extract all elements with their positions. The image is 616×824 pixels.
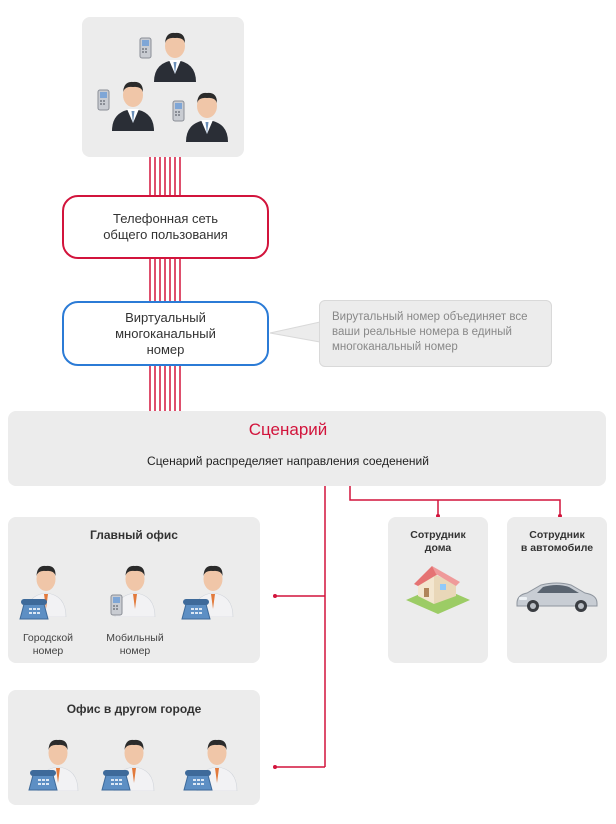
businessman-icon (112, 81, 154, 131)
virtual-number-note: Вирутальный номер объединяет все ваши ре… (319, 300, 552, 367)
businessman-icon (154, 32, 196, 82)
scenario-subtitle: Сценарий распределяет направления соеден… (147, 454, 429, 468)
car-icon (516, 582, 598, 612)
pstn-node: Телефонная сеть общего пользования (62, 195, 269, 259)
virtual-number-label: Виртуальный многоканальный номер (115, 309, 216, 357)
scenario-panel (8, 411, 606, 486)
other-office-title: Офис в другом городе (66, 702, 202, 716)
scenario-title: Сценарий (248, 420, 328, 439)
main-office-title: Главный офис (90, 528, 178, 542)
mobile-number-label: Мобильный номер (106, 632, 164, 657)
city-number-label: Городской номер (22, 632, 74, 657)
desk-phone-icon (101, 770, 131, 791)
mobile-phone-icon (110, 594, 123, 616)
businessman-icon (114, 565, 156, 617)
home-employee-title: Сотрудник дома (410, 529, 466, 554)
desk-phone-icon (183, 770, 213, 791)
mobile-phone-icon (172, 100, 185, 122)
desk-phone-icon (19, 599, 49, 620)
car-employee-title: Сотрудник в автомобиле (520, 529, 594, 554)
desk-phone-icon (181, 599, 211, 620)
virtual-number-node: Виртуальный многоканальный номер (62, 301, 269, 366)
mobile-phone-icon (139, 37, 152, 59)
desk-phone-icon (28, 770, 58, 791)
mobile-phone-icon (97, 89, 110, 111)
pstn-label: Телефонная сеть общего пользования (103, 211, 228, 242)
house-icon (406, 566, 470, 614)
businessman-icon (186, 92, 228, 142)
